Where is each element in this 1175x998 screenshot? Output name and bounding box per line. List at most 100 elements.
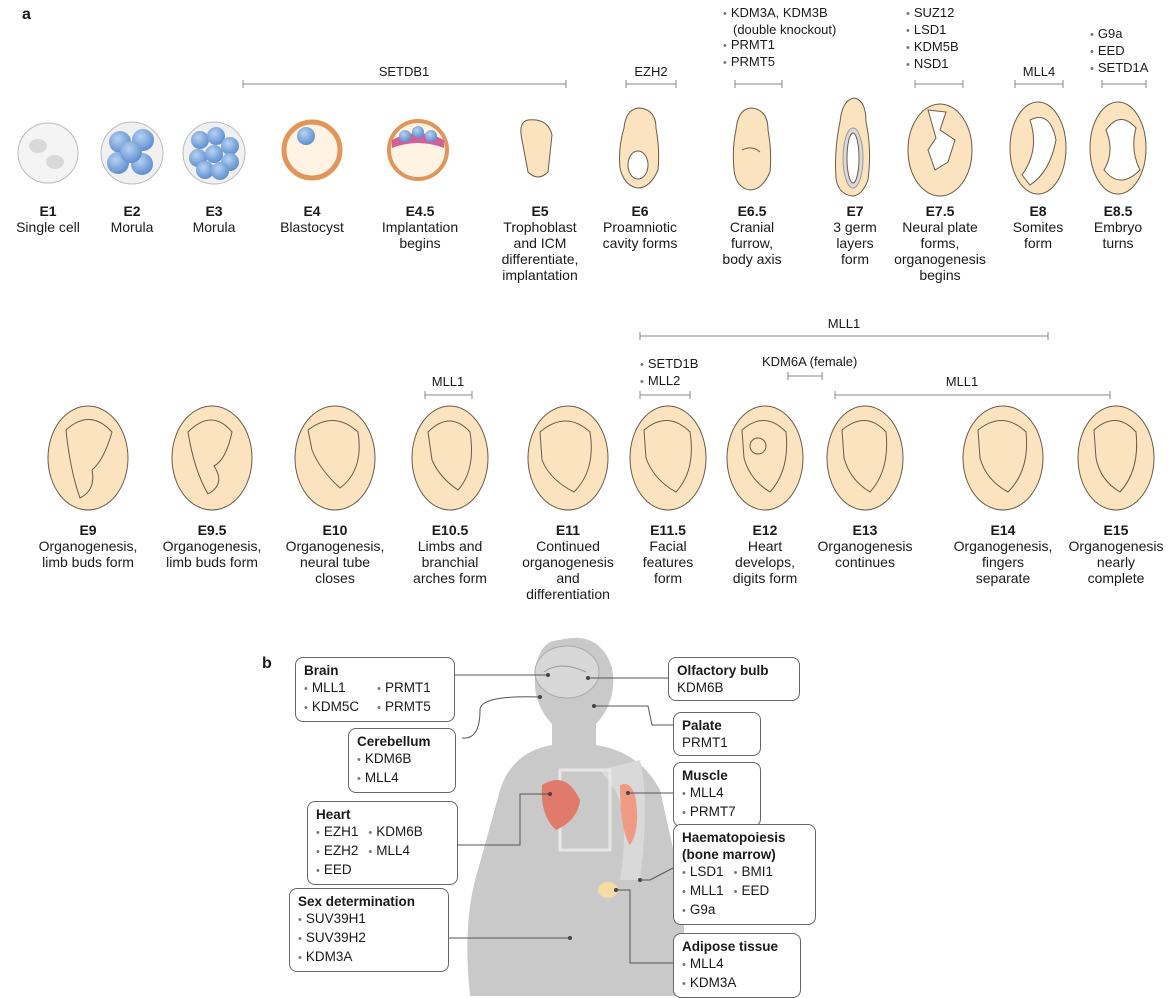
stage-description: Heart	[710, 538, 820, 554]
gene-item: NSD1	[906, 56, 959, 73]
embryo-e12	[727, 406, 803, 510]
genes-e65: KDM3A, KDM3B (double knockout) PRMT1 PRM…	[723, 5, 836, 71]
gene-item: MLL1	[304, 679, 359, 698]
stage-description: furrow,	[697, 235, 807, 251]
stage-description: Neural plate	[885, 219, 995, 235]
stage-description: Cranial	[697, 219, 807, 235]
stage-description: features	[613, 554, 723, 570]
gene-item: EZH1	[316, 823, 358, 842]
gene-item: PRMT5	[377, 698, 431, 717]
stage-description: complete	[1061, 570, 1171, 586]
tissue-box-sex-determination: Sex determination SUV39H1 SUV39H2 KDM3A	[289, 888, 449, 972]
row1-embryo-shapes	[521, 98, 1146, 196]
stage-code: E12	[710, 522, 820, 538]
gene-item: KDM6B	[357, 750, 447, 769]
tissue-title: (bone marrow)	[682, 846, 807, 863]
stage-description: arches form	[395, 570, 505, 586]
stage-description: Organogenesis,	[33, 538, 143, 554]
embryo-e3	[183, 122, 245, 184]
range-lines-row1	[243, 80, 1146, 88]
stage-description: differentiation	[513, 586, 623, 602]
tissue-title: Palate	[682, 717, 752, 734]
stage-description: differentiate,	[485, 251, 595, 267]
label-ezh2: EZH2	[634, 64, 667, 79]
tissue-title: Cerebellum	[357, 733, 447, 750]
stage-description: branchial	[395, 554, 505, 570]
embryo-e85	[1090, 102, 1146, 194]
stage-description: body axis	[697, 251, 807, 267]
gene-item: KDM3A	[298, 948, 440, 967]
embryo-e14	[963, 406, 1043, 510]
stage-description: separate	[948, 570, 1058, 586]
stage-label: E6Proamnioticcavity forms	[585, 203, 695, 251]
stage-code: E6	[585, 203, 695, 219]
label-mll1-late: MLL1	[946, 374, 979, 389]
tissue-title: Brain	[304, 662, 446, 679]
stage-label: E10Organogenesis,neural tubecloses	[280, 522, 390, 586]
stage-code: E4.5	[365, 203, 475, 219]
tissue-title: Heart	[316, 806, 449, 823]
stage-description: turns	[1063, 235, 1173, 251]
tissue-title: Haematopoiesis	[682, 829, 807, 846]
gene-item: KDM3A	[682, 974, 792, 993]
tissue-box-olfactory-bulb: Olfactory bulb KDM6B	[668, 657, 800, 701]
gene-item: MLL4	[368, 842, 422, 861]
gene-item: SUZ12	[906, 5, 959, 22]
stage-description: and	[513, 570, 623, 586]
gene-item: SUV39H2	[298, 929, 440, 948]
stage-code: E10	[280, 522, 390, 538]
label-mll4: MLL4	[1023, 64, 1056, 79]
gene-item: SETD1B	[640, 356, 698, 373]
gene-item: EED	[734, 882, 773, 901]
gene-item: MLL2	[640, 373, 698, 390]
gene-item: KDM6B	[677, 679, 791, 696]
stage-description: digits form	[710, 570, 820, 586]
gene-item: KDM5C	[304, 698, 359, 717]
stage-description: Embryo	[1063, 219, 1173, 235]
stage-label: E3Morula	[159, 203, 269, 235]
row2-embryo-shapes	[48, 406, 1154, 510]
embryo-e2	[101, 122, 163, 184]
stage-description: Limbs and	[395, 538, 505, 554]
stage-code: E7.5	[885, 203, 995, 219]
gene-item: MLL4	[682, 955, 792, 974]
tissue-title: Sex determination	[298, 893, 440, 910]
stage-description: Organogenesis	[1061, 538, 1171, 554]
stage-description: Implantation	[365, 219, 475, 235]
stage-label: E11Continuedorganogenesisanddifferentiat…	[513, 522, 623, 602]
gene-item: EED	[316, 861, 358, 880]
embryo-e1	[18, 123, 78, 183]
gene-item: BMI1	[734, 863, 773, 882]
gene-item: SUV39H1	[298, 910, 440, 929]
embryo-e15	[1078, 406, 1154, 510]
stage-code: E9	[33, 522, 143, 538]
stage-description: Trophoblast	[485, 219, 595, 235]
stage-description: continues	[810, 554, 920, 570]
stage-description: closes	[280, 570, 390, 586]
gene-item: PRMT5	[723, 54, 836, 71]
stage-description: nearly	[1061, 554, 1171, 570]
gene-item: PRMT1	[723, 37, 836, 54]
stage-description: limb buds form	[33, 554, 143, 570]
stage-description: cavity forms	[585, 235, 695, 251]
stage-code: E15	[1061, 522, 1171, 538]
stage-description: Morula	[159, 219, 269, 235]
stage-description: Organogenesis	[810, 538, 920, 554]
stage-description: Blastocyst	[257, 219, 367, 235]
genes-e85: G9a EED SETD1A	[1090, 26, 1148, 77]
gene-item: PRMT1	[377, 679, 431, 698]
label-kdm6a: KDM6A (female)	[762, 354, 857, 369]
stage-code: E13	[810, 522, 920, 538]
gene-item: EZH2	[316, 842, 358, 861]
gene-item: EED	[1090, 43, 1148, 60]
embryo-e7	[836, 98, 870, 196]
gene-item: SETD1A	[1090, 60, 1148, 77]
label-mll1-long: MLL1	[828, 316, 861, 331]
